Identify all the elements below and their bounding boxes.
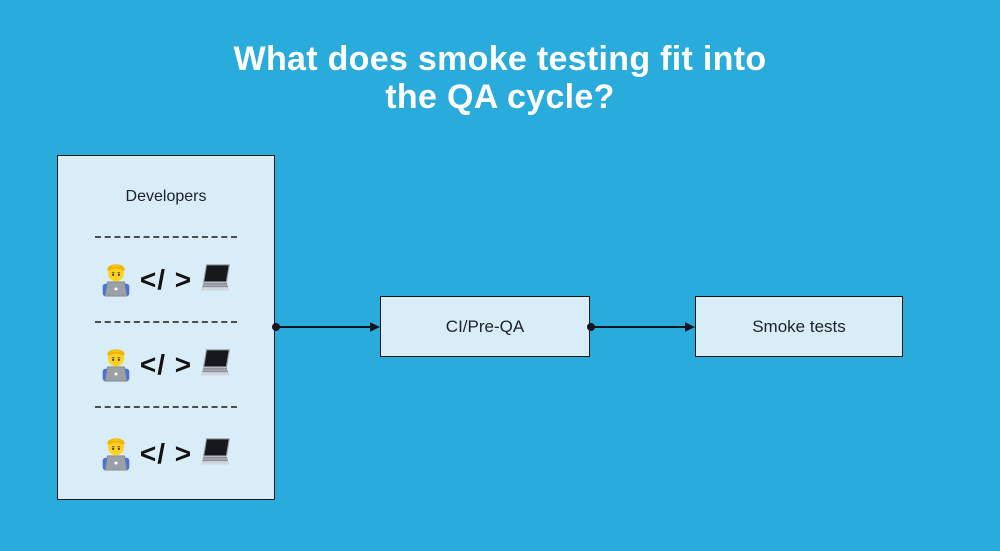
smoke-tests-label: Smoke tests (752, 316, 846, 336)
code-brackets-text: </ > (139, 438, 193, 469)
ci-pre-qa-label: CI/Pre-QA (445, 316, 525, 336)
technologist-icon (97, 346, 135, 384)
laptop-icon (197, 261, 235, 299)
connector-ci-to-smoke (587, 322, 695, 332)
technologist-icon (97, 261, 135, 299)
code-brackets-text: </ > (139, 264, 193, 295)
page-title: What does smoke testing fit into the QA … (0, 40, 1000, 116)
smoke-tests-node: Smoke tests (695, 296, 903, 357)
laptop-icon (197, 435, 235, 473)
technologist-icon (97, 435, 135, 473)
laptop-icon (197, 346, 235, 384)
connector-developers-to-ci (272, 322, 380, 332)
dashed-divider (95, 236, 237, 238)
developers-panel-label: Developers (125, 188, 207, 205)
developer-row: </ > (97, 434, 235, 474)
dashed-divider (95, 406, 237, 408)
dashed-divider (95, 321, 237, 323)
code-brackets-text: </ > (139, 349, 193, 380)
ci-pre-qa-node: CI/Pre-QA (380, 296, 590, 357)
developers-panel: Developers </ > (57, 155, 275, 500)
page-title-line2: the QA cycle? (385, 78, 615, 116)
page-title-line1: What does smoke testing fit into (233, 40, 767, 78)
developer-row: </ > (97, 260, 235, 300)
developer-row: </ > (97, 345, 235, 385)
